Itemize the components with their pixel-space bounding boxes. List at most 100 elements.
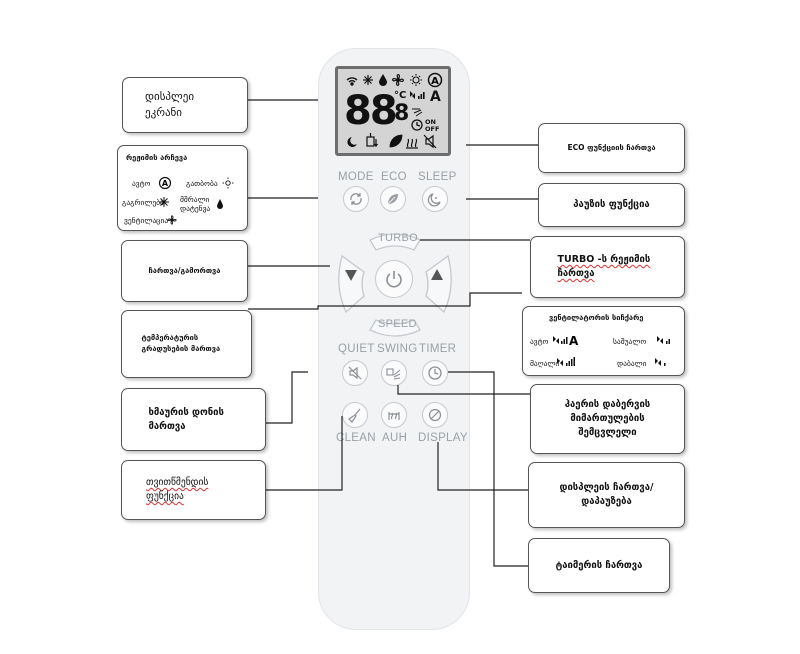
timer-callout: ტაიმერის ჩართვა xyxy=(528,538,670,593)
fan-speed-medium-icon xyxy=(657,336,670,344)
clock-icon xyxy=(428,366,442,380)
drop-icon xyxy=(217,199,223,209)
fan-speed-auto-icon: A xyxy=(553,334,579,347)
temperature-text: ტემპერატურის გრადუსების მართვა xyxy=(141,333,221,353)
filter-icon xyxy=(366,133,378,147)
sun-icon xyxy=(222,177,234,189)
timer-label: TIMER xyxy=(419,343,457,355)
temp-down-icon[interactable] xyxy=(344,268,358,282)
fan-speed-medium-label: საშუალო xyxy=(613,337,647,346)
airflow-text: ჰაერის დაბერვის მიმართულების შემცვლელი xyxy=(564,399,651,438)
svg-text:A: A xyxy=(431,76,439,87)
eco-callout: ECO ფუნქციის ჩართვა xyxy=(538,123,685,173)
clock-icon xyxy=(411,119,423,131)
svg-text:A: A xyxy=(569,334,579,347)
speed-button[interactable]: SPEED xyxy=(378,318,417,330)
mode-button[interactable] xyxy=(343,186,369,212)
sleep-icon xyxy=(347,137,357,147)
auto-mode-icon: A xyxy=(427,72,443,88)
lcd-off-label: OFF xyxy=(425,125,440,133)
mute-icon xyxy=(423,134,437,149)
display-label: DISPLAY xyxy=(418,432,468,444)
wifi-icon xyxy=(346,77,358,86)
mode-fan-label: ვენტილაცია xyxy=(124,216,169,225)
timer-button[interactable] xyxy=(422,360,448,386)
mode-dry-label: მშრალი დატენვა xyxy=(180,195,211,214)
mode-cooling-label: გაგრილება xyxy=(122,198,164,207)
clean-button[interactable] xyxy=(342,402,368,428)
turbo-button[interactable]: TURBO xyxy=(378,232,418,244)
eco-button[interactable] xyxy=(380,186,406,212)
swing-icon xyxy=(386,368,401,380)
eco-text: ECO ფუნქციის ჩართვა xyxy=(567,142,656,152)
auh-label: AUH xyxy=(382,432,408,444)
noise-level-callout: ხმაურის დონის მართვა xyxy=(121,388,266,451)
power-icon xyxy=(386,271,402,288)
mode-label: MODE xyxy=(338,171,374,183)
fan-speed-high-label: მაღალი xyxy=(530,359,560,368)
fan-speed-low-icon xyxy=(655,358,666,366)
display-screen-callout: დისპლეი ეკრანი xyxy=(122,77,248,133)
leaf-icon xyxy=(387,194,398,205)
on-off-text: ჩართვა/გამორთვა xyxy=(148,265,221,275)
sun-icon xyxy=(410,74,422,86)
svg-text:A: A xyxy=(162,179,169,188)
clean-label: CLEAN xyxy=(336,432,376,444)
mode-auto-label: ავტო xyxy=(132,179,151,188)
on-off-callout: ჩართვა/გამორთვა xyxy=(121,240,248,302)
self-clean-text: თვითწმენდის ფუნქცია xyxy=(146,477,209,502)
display-button[interactable] xyxy=(422,402,448,428)
moon-icon xyxy=(427,193,441,207)
self-clean-callout: თვითწმენდის ფუნქცია xyxy=(121,460,266,520)
fan-speed-high-icon xyxy=(557,357,575,366)
fan-speed-bars-icon xyxy=(410,91,425,99)
quiet-label: QUIET xyxy=(338,343,375,355)
snowflake-icon xyxy=(363,75,373,85)
lcd-icons: A A xyxy=(346,72,443,149)
quiet-button[interactable] xyxy=(342,360,368,386)
display-toggle-text: დისპლეის ჩართვა/დაპაუზება xyxy=(559,482,654,507)
eco-label: ECO xyxy=(381,171,407,183)
lcd-temperature-digits: 88 xyxy=(344,88,398,134)
lcd-display: A A 88 8 °C ON xyxy=(335,66,451,156)
swing-label: SWING xyxy=(377,343,418,355)
fan-speed-low-label: დაბალი xyxy=(617,359,647,368)
fan-speed-auto-label: ავტო xyxy=(530,337,549,346)
display-off-icon xyxy=(428,408,442,422)
drop-icon xyxy=(379,74,387,86)
mode-heating-label: გათბობა xyxy=(186,179,218,188)
heater-icon xyxy=(406,138,418,149)
pause-text: პაუზის ფუნქცია xyxy=(573,199,650,211)
swing-icon xyxy=(412,108,423,117)
fan-speed-title: ვენტილატორის სიჩქარე xyxy=(549,313,644,322)
display-screen-text: დისპლეი ეკრანი xyxy=(145,90,195,119)
lcd-celsius-unit: °C xyxy=(394,90,407,101)
swing-button[interactable] xyxy=(381,360,407,386)
pause-callout: პაუზის ფუნქცია xyxy=(538,183,685,227)
auto-mode-icon: A xyxy=(158,176,172,190)
fan-auto-label: A xyxy=(430,89,441,105)
sleep-button[interactable] xyxy=(422,186,448,212)
snowflake-icon xyxy=(159,197,169,207)
cycle-icon xyxy=(350,193,362,205)
lcd-decimal-digit: 8 xyxy=(394,101,410,126)
mode-select-callout: რეჟიმის არჩევა ავტო A გათბობა გაგრილება … xyxy=(117,145,248,231)
auh-button[interactable] xyxy=(381,402,407,428)
display-toggle-callout: დისპლეის ჩართვა/დაპაუზება xyxy=(528,462,685,528)
sleep-label: SLEEP xyxy=(418,171,457,183)
temp-up-icon[interactable] xyxy=(430,268,444,282)
fan-icon xyxy=(167,215,177,225)
turbo-callout: TURBO -ს რეჟიმის ჩართვა xyxy=(530,236,685,298)
leaf-icon xyxy=(389,134,403,148)
heater-icon xyxy=(388,412,400,420)
fan-icon xyxy=(392,74,404,86)
lcd-on-label: ON xyxy=(425,118,436,126)
temperature-callout: ტემპერატურის გრადუსების მართვა xyxy=(121,310,252,378)
timer-text: ტაიმერის ჩართვა xyxy=(555,559,643,571)
noise-level-text: ხმაურის დონის მართვა xyxy=(148,406,224,432)
broom-icon xyxy=(348,408,361,423)
mute-icon xyxy=(348,366,362,380)
fan-speed-callout: ვენტილატორის სიჩქარე ავტო A საშუალო მაღა… xyxy=(522,306,685,376)
power-button[interactable] xyxy=(375,260,413,298)
mode-select-title: რეჟიმის არჩევა xyxy=(126,153,188,162)
